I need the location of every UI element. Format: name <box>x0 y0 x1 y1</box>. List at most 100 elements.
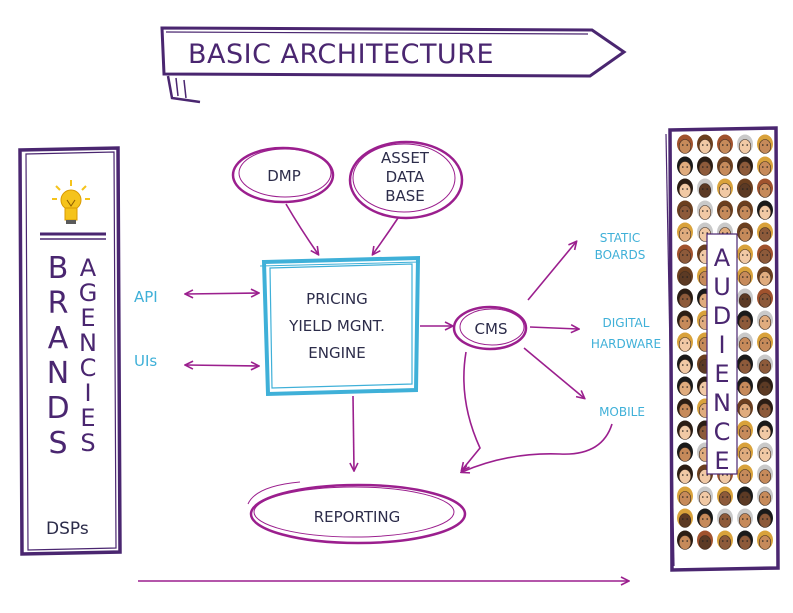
audience-face-icon <box>697 156 713 176</box>
audience-face-icon <box>677 178 693 198</box>
cms-to-static-arrow <box>527 242 576 301</box>
audience-face-icon <box>757 288 773 308</box>
cms-label: CMS <box>475 320 508 338</box>
pricing-engine-box: PRICING YIELD MGNT. ENGINE <box>259 255 421 397</box>
api-arrow <box>186 293 258 294</box>
audience-face-icon <box>737 354 753 374</box>
engine-label-line3: ENGINE <box>308 344 365 362</box>
reporting-node: REPORTING <box>247 481 467 545</box>
audience-face-icon <box>717 486 733 506</box>
audience-face-icon <box>717 508 733 528</box>
asset-to-engine-arrow <box>373 217 399 254</box>
audience-face-icon <box>757 222 773 242</box>
audience-face-icon <box>697 530 713 550</box>
audience-face-icon <box>737 266 753 286</box>
audience-face-icon <box>757 332 773 352</box>
audience-face-icon <box>677 200 693 220</box>
asset-database-node: ASSET DATA BASE <box>348 140 464 220</box>
audience-face-icon <box>697 222 713 242</box>
cms-to-mobile-arrow <box>523 347 584 398</box>
audience-face-icon <box>737 442 753 462</box>
audience-face-icon <box>757 508 773 528</box>
audience-face-icon <box>677 420 693 440</box>
audience-face-icon <box>717 156 733 176</box>
audience-face-icon <box>757 354 773 374</box>
audience-face-icon <box>737 376 753 396</box>
audience-face-icon <box>737 134 753 154</box>
audience-face-icon <box>737 156 753 176</box>
audience-face-icon <box>677 530 693 550</box>
audience-face-icon <box>737 288 753 308</box>
audience-face-icon <box>677 376 693 396</box>
audience-face-icon <box>717 134 733 154</box>
audience-face-icon <box>677 310 693 330</box>
audience-face-icon <box>737 464 753 484</box>
uis-arrow <box>186 365 258 366</box>
audience-face-icon <box>757 464 773 484</box>
audience-face-icon <box>737 310 753 330</box>
audience-face-icon <box>677 442 693 462</box>
audience-face-icon <box>757 178 773 198</box>
crowd-faces-icon <box>677 134 773 550</box>
audience-face-icon <box>757 442 773 462</box>
audience-face-icon <box>697 178 713 198</box>
asset-label-line1: ASSET <box>381 149 430 167</box>
audience-face-icon <box>737 420 753 440</box>
audience-face-icon <box>737 222 753 242</box>
audience-face-icon <box>757 310 773 330</box>
audience-face-icon <box>737 244 753 264</box>
audience-face-icon <box>697 508 713 528</box>
audience-face-icon <box>717 178 733 198</box>
audience-face-icon <box>677 244 693 264</box>
dmp-to-engine-arrow <box>285 203 318 254</box>
dsps-label: DSPs <box>46 519 89 539</box>
audience-face-icon <box>677 266 693 286</box>
audience-face-icon <box>677 156 693 176</box>
api-label: API <box>134 288 158 306</box>
uis-label: UIs <box>134 352 157 370</box>
audience-face-icon <box>737 486 753 506</box>
title-banner: BASIC ARCHITECTURE <box>160 26 627 104</box>
reporting-label: REPORTING <box>314 508 401 526</box>
audience-face-icon <box>757 156 773 176</box>
mobile-label: MOBILE <box>599 405 645 419</box>
lightbulb-icon <box>52 180 90 224</box>
dmp-label: DMP <box>267 167 301 185</box>
audience-face-icon <box>697 134 713 154</box>
digital-label-line1: DIGITAL <box>603 316 650 330</box>
asset-label-line3: BASE <box>385 187 425 205</box>
cms-node: CMS <box>452 305 528 351</box>
audience-face-icon <box>697 200 713 220</box>
cms-to-digital-arrow <box>529 327 578 329</box>
audience-face-icon <box>737 398 753 418</box>
audience-face-icon <box>717 200 733 220</box>
audience-face-icon <box>757 376 773 396</box>
audience-face-icon <box>737 200 753 220</box>
asset-label-line2: DATA <box>386 168 425 186</box>
page-title: BASIC ARCHITECTURE <box>188 39 494 70</box>
audience-face-icon <box>757 530 773 550</box>
audience-face-icon <box>737 508 753 528</box>
audience-face-icon <box>757 244 773 264</box>
audience-face-icon <box>677 464 693 484</box>
engine-label-line1: PRICING <box>306 290 368 308</box>
static-label-line2: BOARDS <box>595 248 646 262</box>
audience-face-icon <box>677 354 693 374</box>
audience-face-icon <box>737 332 753 352</box>
audience-face-icon <box>737 178 753 198</box>
audience-face-icon <box>697 486 713 506</box>
audience-face-icon <box>677 398 693 418</box>
static-label-line1: STATIC <box>600 231 641 245</box>
engine-label-line2: YIELD MGNT. <box>288 317 385 335</box>
audience-face-icon <box>677 332 693 352</box>
audience-face-icon <box>757 420 773 440</box>
audience-face-icon <box>757 200 773 220</box>
audience-face-icon <box>677 288 693 308</box>
engine-to-reporting-arrow <box>353 395 354 470</box>
